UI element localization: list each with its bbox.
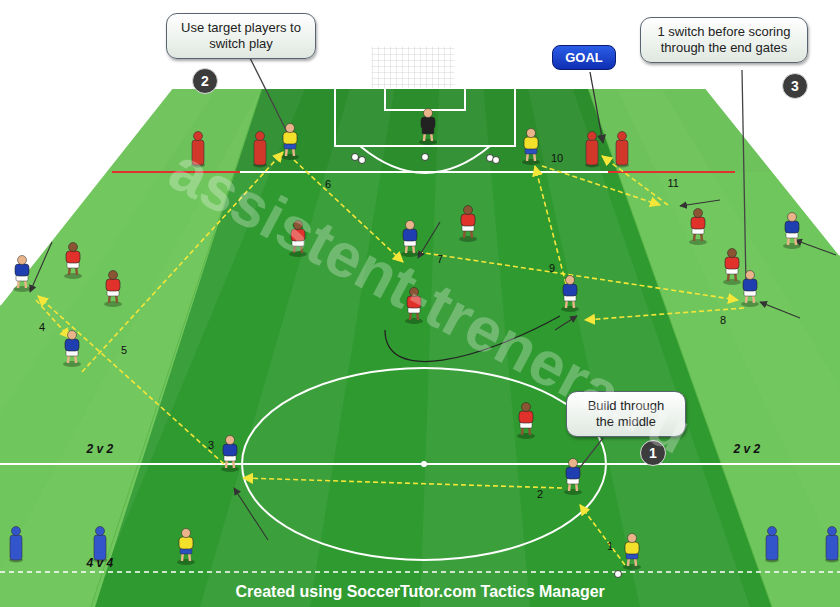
movement-arrow bbox=[795, 240, 836, 255]
callout-text: GOAL bbox=[565, 50, 603, 65]
ball bbox=[493, 157, 500, 164]
player bbox=[564, 459, 582, 496]
mannequin bbox=[765, 527, 779, 563]
ball bbox=[352, 154, 359, 161]
movement-arrow bbox=[418, 222, 440, 258]
goal-tag: GOAL bbox=[552, 45, 616, 70]
player bbox=[623, 534, 641, 571]
pass-line bbox=[535, 166, 566, 284]
movement-arrow bbox=[680, 200, 720, 206]
leader-line bbox=[578, 438, 603, 470]
zone-label: 4 v 4 bbox=[87, 556, 114, 570]
ball bbox=[615, 571, 622, 578]
ball bbox=[359, 157, 366, 164]
pass-number: 3 bbox=[208, 439, 214, 451]
player bbox=[419, 109, 437, 146]
pitch-surface bbox=[0, 88, 840, 607]
callout-digit: 2 bbox=[201, 73, 209, 89]
callout-number: 3 bbox=[782, 73, 808, 99]
player bbox=[522, 129, 540, 166]
mannequin bbox=[585, 132, 599, 168]
pass-number: 1 bbox=[607, 540, 613, 552]
mannequin bbox=[253, 132, 267, 168]
zone-label: 2 v 2 bbox=[87, 442, 114, 456]
player bbox=[221, 436, 239, 473]
pass-line bbox=[243, 478, 562, 488]
player bbox=[723, 249, 741, 286]
pass-number: 5 bbox=[121, 344, 127, 356]
pass-line bbox=[36, 300, 70, 338]
player bbox=[561, 276, 579, 313]
pass-number: 6 bbox=[325, 178, 331, 190]
zone-label: 2 v 2 bbox=[734, 442, 761, 456]
pass-number: 4 bbox=[39, 321, 45, 333]
movement-arrow bbox=[760, 302, 800, 318]
mannequin bbox=[9, 527, 23, 563]
player bbox=[63, 331, 81, 368]
leader-line bbox=[250, 58, 290, 138]
pass-line bbox=[38, 296, 224, 464]
player bbox=[13, 256, 31, 293]
player bbox=[104, 271, 122, 308]
player bbox=[517, 403, 535, 440]
player bbox=[281, 124, 299, 161]
pass-number: 10 bbox=[551, 152, 563, 164]
pass-number: 8 bbox=[720, 314, 726, 326]
leader-line bbox=[742, 70, 746, 285]
pass-line bbox=[580, 505, 625, 565]
mannequin bbox=[825, 527, 839, 563]
callout-digit: 3 bbox=[791, 78, 799, 94]
pass-number: 11 bbox=[668, 177, 679, 189]
pass-number: 9 bbox=[549, 262, 555, 274]
movement-arrow bbox=[30, 242, 52, 292]
ball bbox=[422, 154, 429, 161]
caption: Created using SoccerTutor.com Tactics Ma… bbox=[236, 583, 605, 601]
mannequin bbox=[615, 132, 629, 168]
player bbox=[783, 213, 801, 250]
player bbox=[741, 271, 759, 308]
player bbox=[64, 243, 82, 280]
player bbox=[177, 529, 195, 566]
movement-arrow bbox=[234, 488, 268, 540]
callout-number: 2 bbox=[192, 68, 218, 94]
pass-number: 7 bbox=[437, 253, 443, 265]
pass-line bbox=[602, 156, 668, 205]
callout-box: 1 switch before scoring through the end … bbox=[640, 17, 808, 63]
player bbox=[459, 206, 477, 243]
watermark: assistent-trenera.ru bbox=[158, 133, 702, 467]
callout-text: Use target players to switch play bbox=[177, 20, 305, 52]
pass-number: 2 bbox=[537, 488, 543, 500]
player bbox=[689, 209, 707, 246]
callout-box: Use target players to switch play bbox=[166, 13, 316, 59]
callout-text: 1 switch before scoring through the end … bbox=[651, 24, 797, 56]
goal-frame bbox=[370, 45, 456, 88]
